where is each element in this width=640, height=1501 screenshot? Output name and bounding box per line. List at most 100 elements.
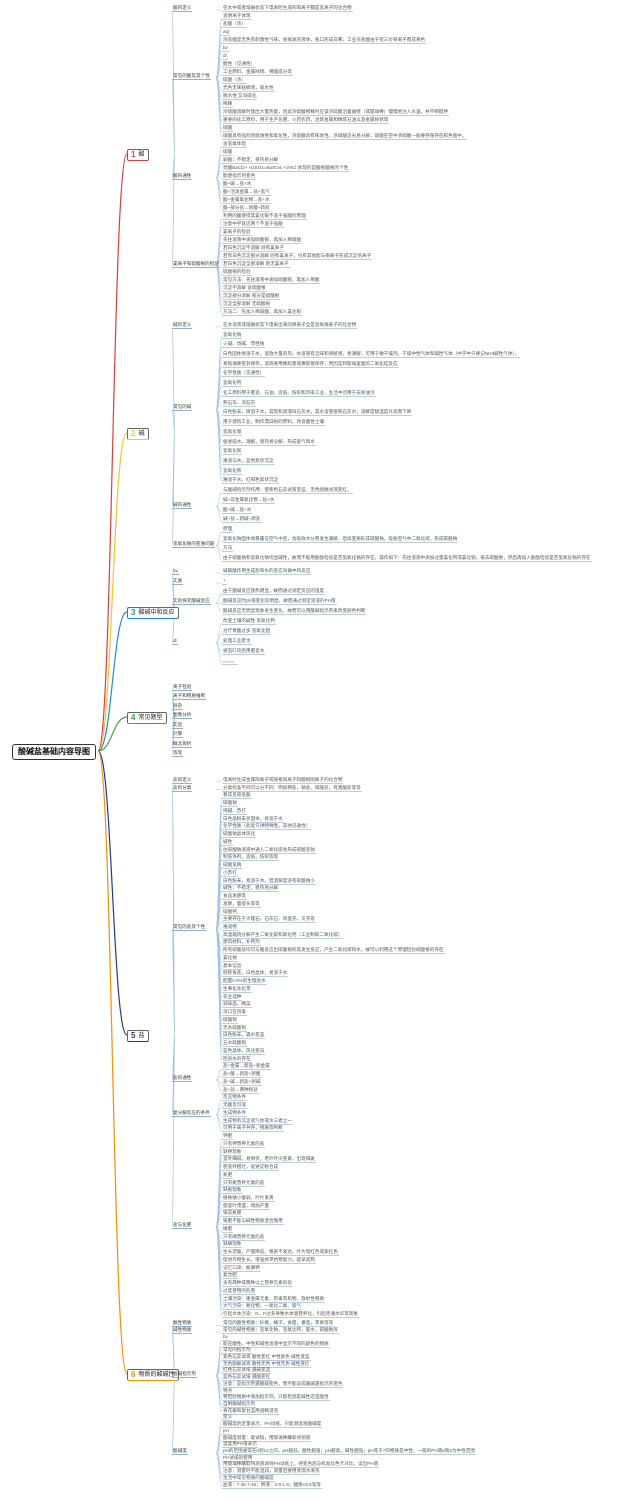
subtopic-salt[interactable]: 只有磷营养元素的盐 <box>222 1233 266 1241</box>
topic-questions[interactable]: 离子和物质推断 <box>172 693 207 701</box>
subtopic-salt[interactable]: 可用于离子共存，物质等判断 <box>222 1125 284 1133</box>
topic-acid[interactable]: 酸的通性 <box>172 173 193 180</box>
subtopic-base[interactable]: 易吸潮要密封保存，溶液要用橡胶塞或橡胶塞保存，原因是和玻璃里面的二氧化硅反应 <box>222 360 399 368</box>
subtopic-indicator[interactable]: 将花瓣和紫甘蓝用酒精浸泡 <box>222 1407 280 1415</box>
subtopic-acid[interactable]: 若白色沉淀全部溶解 则无氯离子 <box>222 261 290 268</box>
topic-acid[interactable]: 酸的定义 <box>172 5 193 12</box>
subtopic-acid[interactable]: 含阴离子体现 <box>222 13 252 20</box>
subtopic-neutral[interactable]: 由于酸碱反应放热明显，故而通过测定反应的温度 <box>222 588 326 595</box>
topic-indicator[interactable]: 碱性物质 <box>172 1327 193 1335</box>
subtopic-acid[interactable]: dl <box>222 53 228 60</box>
subtopic-base[interactable]: 原理 <box>222 525 234 533</box>
subtopic-salt[interactable]: 高温煅烧分解产生二氧化碳和氧化钙（工业制取二氧化碳） <box>222 931 344 939</box>
subtopic-salt[interactable]: 五水硫酸铜 <box>222 1040 247 1048</box>
subtopic-acid[interactable]: 沉淀部分溶解 部分是硫酸根 <box>222 293 281 300</box>
subtopic-salt[interactable]: 分类标准不同可以分不同：例如钾盐，钠盐，碳酸盐，有素酸盐等等 <box>222 784 362 792</box>
subtopic-indicator[interactable]: 酸碱度测量：取试纸，用玻璃棒蘸取待测液 <box>222 1434 312 1442</box>
topic-questions[interactable]: 概念辨析 <box>172 740 193 748</box>
subtopic-acid[interactable]: aQ <box>222 29 231 36</box>
root-topic[interactable]: 酸碱盐基础内容导图 <box>12 744 96 760</box>
topic-questions[interactable]: 图像分析 <box>172 712 193 720</box>
subtopic-salt[interactable]: 含有两种或两种以上营养元素的盐 <box>222 1280 293 1288</box>
subtopic-acid[interactable]: 氯离子的检验 <box>222 229 252 236</box>
subtopic-indicator[interactable]: 温度用PH值表示 <box>222 1441 258 1449</box>
subtopic-base[interactable]: 化学性质（见通性） <box>222 370 266 378</box>
subtopic-acid[interactable]: 沉淀全部溶解 无硫酸根 <box>222 301 272 308</box>
subtopic-salt[interactable]: 大气污染：氮化物、一氧化二氮、氨气 <box>222 1303 303 1311</box>
subtopic-salt[interactable]: 消口在消毒 <box>222 1009 247 1017</box>
subtopic-acid[interactable]: 硝酸具有强烈的腐蚀性和氧化性，浓硝酸具有挥发性，浓硝酸见光易分解，硝酸在空中浓硝… <box>222 133 468 140</box>
topic-questions[interactable]: 等等 <box>172 750 184 758</box>
subtopic-acid[interactable]: 稀释 <box>222 101 234 108</box>
subtopic-acid[interactable]: 硫酸（浓） <box>222 77 247 84</box>
topic-indicator[interactable]: 酸碱度 <box>172 1448 188 1456</box>
subtopic-salt[interactable]: 主要存在于大理石、石灰石、鸡蛋壳、贝壳等 <box>222 916 316 924</box>
topic-acid[interactable]: 常见的酸及其个性 <box>172 73 211 80</box>
subtopic-salt[interactable]: 盐+盐→两种新盐 <box>222 1086 259 1094</box>
subtopic-neutral[interactable]: 改变土壤的碱性 氢氧化钙 <box>222 618 276 625</box>
subtopic-salt[interactable]: 难溶物 <box>222 923 238 931</box>
topic-acid[interactable]: 氯离子和硫酸根的检验 <box>172 261 220 268</box>
topic-salt[interactable]: 盐的分类 <box>172 784 193 792</box>
subtopic-base[interactable]: 酸+碱→盐+水 <box>222 506 253 514</box>
topic-salt[interactable]: 复分解反应的条件 <box>172 1109 211 1117</box>
subtopic-acid[interactable]: 注意中学就这两个不溶于强酸 <box>222 221 284 228</box>
subtopic-acid[interactable]: 重要的化工原料，用于生产化肥、火药农药，冶炼金属和精炼石油以及金属除锈等 <box>222 117 390 124</box>
subtopic-salt[interactable]: 基本信息 <box>222 962 243 970</box>
subtopic-acid[interactable]: 在水中或者熔融状态下电离时生成的阳离子都是氢离子的化合物 <box>222 5 353 12</box>
subtopic-salt[interactable]: 使茎叶茂盛，增加产量 <box>222 1202 270 1210</box>
subtopic-indicator[interactable]: 蓝色石蕊试纸 遇酸变红 <box>222 1374 272 1382</box>
topic-neutral[interactable]: 实验探究酸碱反应 <box>172 598 211 605</box>
subtopic-base[interactable]: 难溶于水，红褐色絮状沉淀 <box>222 477 280 485</box>
subtopic-acid[interactable]: 硫酸根的检验 <box>222 269 252 276</box>
topic-base[interactable]: 常见的碱 <box>172 404 193 412</box>
subtopic-salt[interactable]: 引起水体污染：N、P过多导致水体富营养化，引起赤潮水华等现象 <box>222 1311 360 1319</box>
topic-questions[interactable]: 实验 <box>172 721 184 729</box>
subtopic-salt[interactable]: 碳酸钠晶体风化 <box>222 831 257 839</box>
subtopic-salt[interactable]: 建筑材料，补钙剂 <box>222 939 261 947</box>
topic-base[interactable]: 碱的定义 <box>172 321 193 329</box>
subtopic-salt[interactable]: 茎叶细弱，易倒伏，老叶叶尖变黄，出现褐斑 <box>222 1156 316 1164</box>
subtopic-salt[interactable]: 盐+酸→新盐+新酸 <box>222 1071 262 1079</box>
topic-base[interactable]: 碱的通性 <box>172 501 193 509</box>
subtopic-base[interactable]: 氢氧化钠固体易暴露在空气中后，会吸收水分而发生潮解，后续变质形成碳酸钠，吸收空气… <box>222 535 459 543</box>
subtopic-salt[interactable]: 磷肥 <box>222 1225 234 1233</box>
subtopic-salt[interactable]: 电离时生成金属阳离子或铵根阳离子和酸根阴离子的化合物 <box>222 776 344 784</box>
topic-indicator[interactable]: 酸性物质 <box>172 1320 193 1328</box>
subtopic-indicator[interactable]: pH的范围通常在0到14之间，pH越低，酸性越强；pH越高，碱性越强；pH等于7… <box>222 1448 476 1456</box>
subtopic-indicator[interactable]: 无色酚酞试液 酸性无色 中性无色 碱性变红 <box>222 1360 311 1368</box>
subtopic-base[interactable]: 熟石灰、消石灰 <box>222 399 257 407</box>
subtopic-indicator[interactable]: 用玻璃棒蘸取待测液滴到PH试纸上，待变色后与标准比色卡对比，读出PH值 <box>222 1461 380 1469</box>
subtopic-acid[interactable]: 酸+碱→盐+水 <box>222 181 253 188</box>
subtopic-acid[interactable]: 沉淀不溶解 含硫酸根 <box>222 285 267 292</box>
topic-questions[interactable]: 除杂 <box>172 702 184 710</box>
subtopic-neutral[interactable]: 被虫叮咬后用肥皂水 <box>222 648 266 655</box>
subtopic-acid[interactable]: 脱水性 又叫碳化 <box>222 93 258 100</box>
subtopic-base[interactable]: 氢氧化钡 <box>222 448 243 456</box>
subtopic-acid[interactable]: 工业原料、金属除锈、胃酸成分等 <box>222 69 293 76</box>
subtopic-indicator[interactable]: PH试纸的使用 <box>222 1454 254 1462</box>
subtopic-indicator[interactable]: pH <box>222 1427 230 1435</box>
subtopic-salt[interactable]: 生事化冰化雪 <box>222 985 252 993</box>
topic-base[interactable]: 氢氧化钠的变质问题 <box>172 540 216 548</box>
subtopic-indicator[interactable]: 定义 <box>222 1414 234 1422</box>
subtopic-salt[interactable]: 调味品，腌菜 <box>222 1001 252 1009</box>
subtopic-base[interactable]: 氢氧化钙 <box>222 380 243 388</box>
topic-neutral[interactable]: bv <box>172 568 179 575</box>
subtopic-acid[interactable]: 常见方法：先往溶液中滴加硝酸钡，再加入稀酸 <box>222 277 321 284</box>
subtopic-neutral[interactable]: 酸碱反应时ph值变化较明显，故而通过测定溶液的PH值 <box>222 598 337 605</box>
subtopic-salt[interactable]: 无酸皆可溶 <box>222 1102 247 1110</box>
subtopic-salt[interactable]: 无水硫酸铜 <box>222 1024 247 1032</box>
subtopic-indicator[interactable]: 注意：是指示剂遇酸碱变色，而不能说成酸碱遇指示剂变色 <box>222 1380 344 1388</box>
subtopic-acid[interactable]: 酸+活泼金属→盐+氢气 <box>222 189 271 196</box>
subtopic-salt[interactable]: 纯碱、苏打 <box>222 807 247 815</box>
topic-salt[interactable]: 盐的定义 <box>172 776 193 784</box>
subtopic-salt[interactable]: 土壤污染：重金属元素、有毒有机物、放射性物质 <box>222 1295 326 1303</box>
subtopic-salt[interactable]: 促进作物生长，增强抗旱抗寒能力，提早成熟 <box>222 1256 316 1264</box>
subtopic-salt[interactable]: 使茎杆粗壮，促进淀粉合成 <box>222 1164 280 1171</box>
topic-salt[interactable]: 盐与化肥 <box>172 1222 193 1230</box>
